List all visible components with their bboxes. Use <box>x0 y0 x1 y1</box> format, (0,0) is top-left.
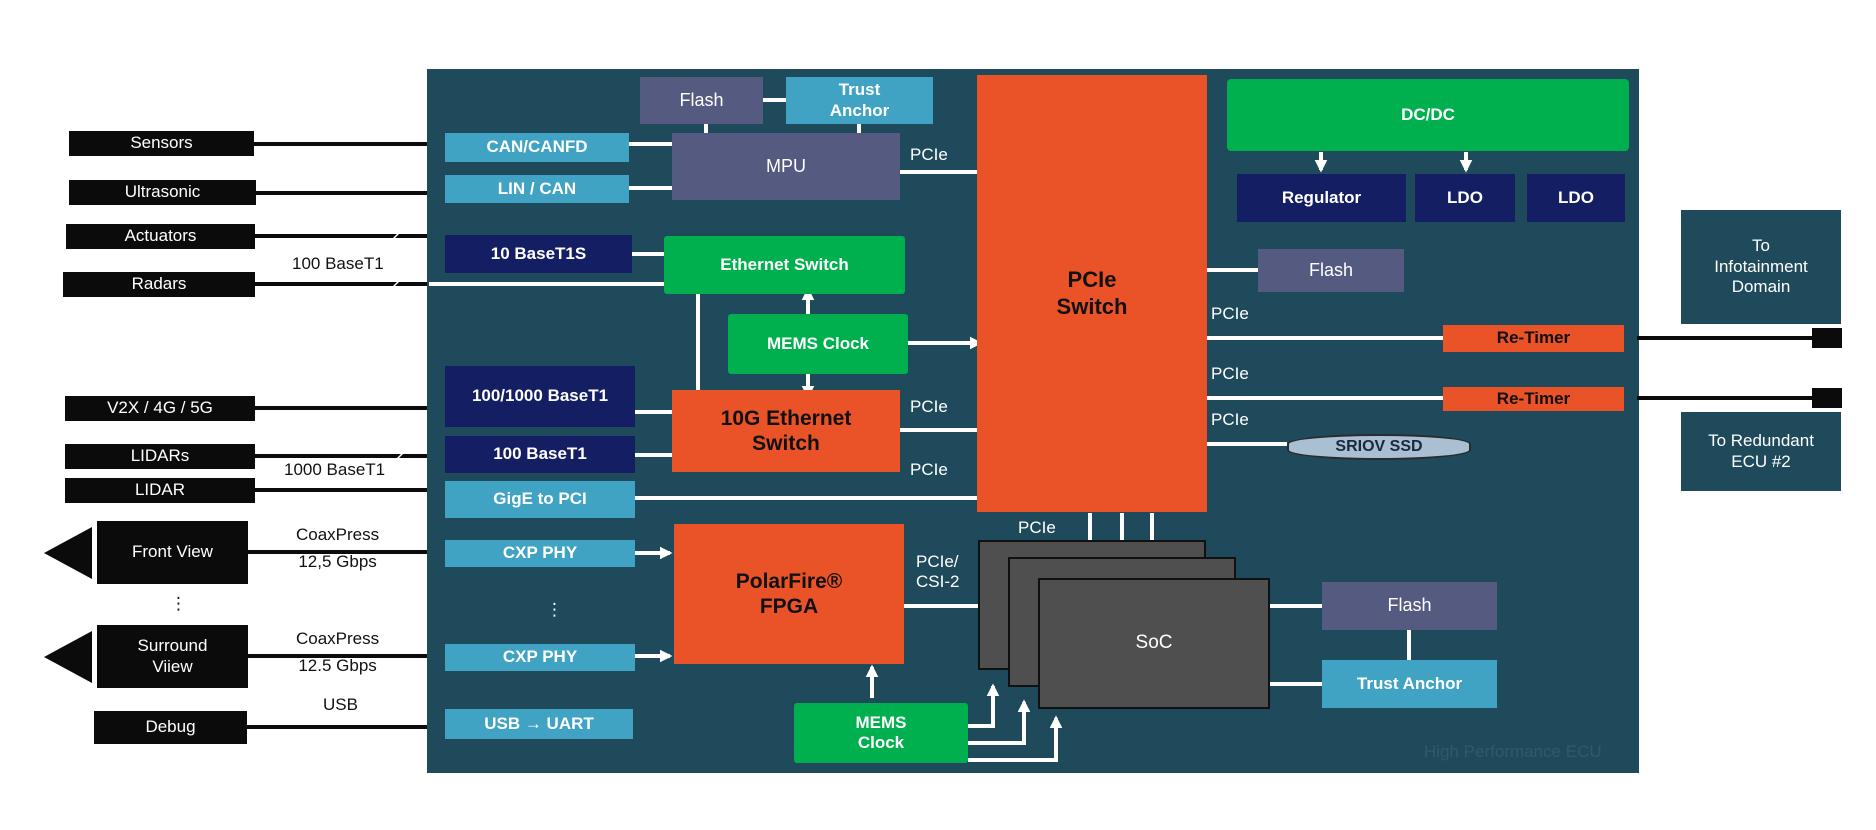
camera-icon <box>44 631 92 683</box>
gige-to-pci-block: GigE to PCI <box>445 481 635 518</box>
link-label-coaxpress-1: CoaxPress 12,5 Gbps <box>296 525 379 571</box>
pcie-switch-line-2: Switch <box>1056 293 1128 319</box>
infotainment-line-1: To <box>1752 236 1770 256</box>
polarfire-line-1: PolarFire® <box>735 569 843 593</box>
can-canfd-block: CAN/CANFD <box>445 133 629 162</box>
10g-switch-line-1: 10G Ethernet <box>720 406 852 430</box>
coaxpress-2-line-2: 12.5 Gbps <box>298 655 377 675</box>
mems-clock-2-line-1: MEMS <box>855 712 907 732</box>
bus-label-pcie-retimer-2: PCIe <box>1211 364 1249 383</box>
ultrasonic-endpoint: Ultrasonic <box>69 180 256 205</box>
retimer-block-1: Re-Timer <box>1443 325 1624 352</box>
front-view-camera: Front View <box>97 521 248 584</box>
flash-mid-block: Flash <box>1258 249 1404 292</box>
100-baset1-block: 100 BaseT1 <box>445 436 635 473</box>
redundant-line-2: ECU #2 <box>1731 451 1791 471</box>
surround-view-line-2: Viiew <box>152 656 193 676</box>
cxp-phy-block-2: CXP PHY <box>445 644 635 671</box>
infotainment-domain-box: To Infotainment Domain <box>1681 210 1841 324</box>
soc-block: SoC <box>1038 578 1270 709</box>
trust-anchor-top-block: Trust Anchor <box>786 77 933 124</box>
pcie-csi-line-2: CSI-2 <box>916 571 960 591</box>
dcdc-block: DC/DC <box>1227 79 1629 151</box>
camera-ellipsis: ⋮ <box>170 594 187 613</box>
mems-clock-2-line-2: Clock <box>857 733 905 752</box>
pcie-csi-line-1: PCIe/ <box>916 552 959 571</box>
surround-view-camera: Surround Viiew <box>97 625 248 688</box>
redundant-line-1: To Redundant <box>1708 431 1814 451</box>
infotainment-line-2: Infotainment <box>1714 256 1808 276</box>
v2x-endpoint: V2X / 4G / 5G <box>65 396 255 421</box>
mems-clock-fpga-block: MEMS Clock <box>794 703 968 763</box>
bus-label-pcie-retimer-1: PCIe <box>1211 304 1249 323</box>
link-label-100-baset1: 100 BaseT1 <box>292 254 384 273</box>
flash-top-block: Flash <box>640 77 763 124</box>
link-label-coaxpress-2: CoaxPress 12.5 Gbps <box>296 629 379 675</box>
100-1000-baset1-block: 100/1000 BaseT1 <box>445 366 635 427</box>
pcie-switch-block: PCIe Switch <box>977 75 1207 512</box>
10g-switch-line-2: Switch <box>752 432 820 455</box>
polarfire-line-2: FPGA <box>759 595 819 618</box>
bus-label-pcie-soc: PCIe <box>1018 518 1056 537</box>
cxp-ellipsis: ⋮ <box>546 600 563 619</box>
trust-anchor-line-1: Trust <box>838 80 881 100</box>
coaxpress-1-line-2: 12,5 Gbps <box>298 551 377 571</box>
sensors-endpoint: Sensors <box>69 131 254 156</box>
link-label-usb: USB <box>323 695 358 714</box>
connector-icon <box>1812 388 1842 408</box>
bus-label-pcie-ssd: PCIe <box>1211 410 1249 429</box>
redundant-ecu-box: To Redundant ECU #2 <box>1681 412 1841 491</box>
mpu-block: MPU <box>672 133 900 200</box>
debug-endpoint: Debug <box>94 711 247 744</box>
flash-soc-block: Flash <box>1322 582 1497 630</box>
bus-label-pcie-csi2: PCIe/ CSI-2 <box>916 552 959 591</box>
lidar-endpoint: LIDAR <box>65 478 255 503</box>
bus-label-pcie-10g: PCIe <box>910 397 948 416</box>
trust-anchor-soc-block: Trust Anchor <box>1322 660 1497 708</box>
10-baset1s-block: 10 BaseT1S <box>445 235 632 273</box>
cxp-phy-block-1: CXP PHY <box>445 540 635 567</box>
link-label-1000-baset1: 1000 BaseT1 <box>284 460 386 479</box>
regulator-block: Regulator <box>1237 174 1406 222</box>
lidars-endpoint: LIDARs <box>65 444 255 469</box>
sriov-ssd-block: SRIOV SSD <box>1287 434 1471 460</box>
ethernet-switch-block: Ethernet Switch <box>664 236 905 294</box>
mems-clock-block: MEMS Clock <box>728 314 908 374</box>
polarfire-fpga-block: PolarFire® FPGA <box>674 524 904 664</box>
retimer-block-2: Re-Timer <box>1443 387 1624 411</box>
lin-can-block: LIN / CAN <box>445 175 629 203</box>
ldo-block-1: LDO <box>1415 174 1515 222</box>
bus-label-pcie-mpu: PCIe <box>910 145 948 164</box>
trust-anchor-line-2: Anchor <box>829 100 890 120</box>
radars-endpoint: Radars <box>63 272 255 297</box>
10g-ethernet-switch-block: 10G Ethernet Switch <box>672 390 900 472</box>
coaxpress-2-line-1: CoaxPress <box>296 629 380 648</box>
surround-view-line-1: Surround <box>137 636 208 656</box>
ecu-watermark: High Performance ECU <box>1424 742 1602 761</box>
connector-icon <box>1812 328 1842 348</box>
infotainment-line-3: Domain <box>1731 277 1791 297</box>
bus-label-pcie-gige: PCIe <box>910 460 948 479</box>
ldo-block-2: LDO <box>1527 174 1625 222</box>
actuators-endpoint: Actuators <box>66 224 255 249</box>
coaxpress-1-line-1: CoaxPress <box>296 525 380 544</box>
pcie-switch-line-1: PCIe <box>1067 267 1117 293</box>
usb-uart-block: USB → UART <box>445 709 633 739</box>
camera-icon <box>44 527 92 579</box>
